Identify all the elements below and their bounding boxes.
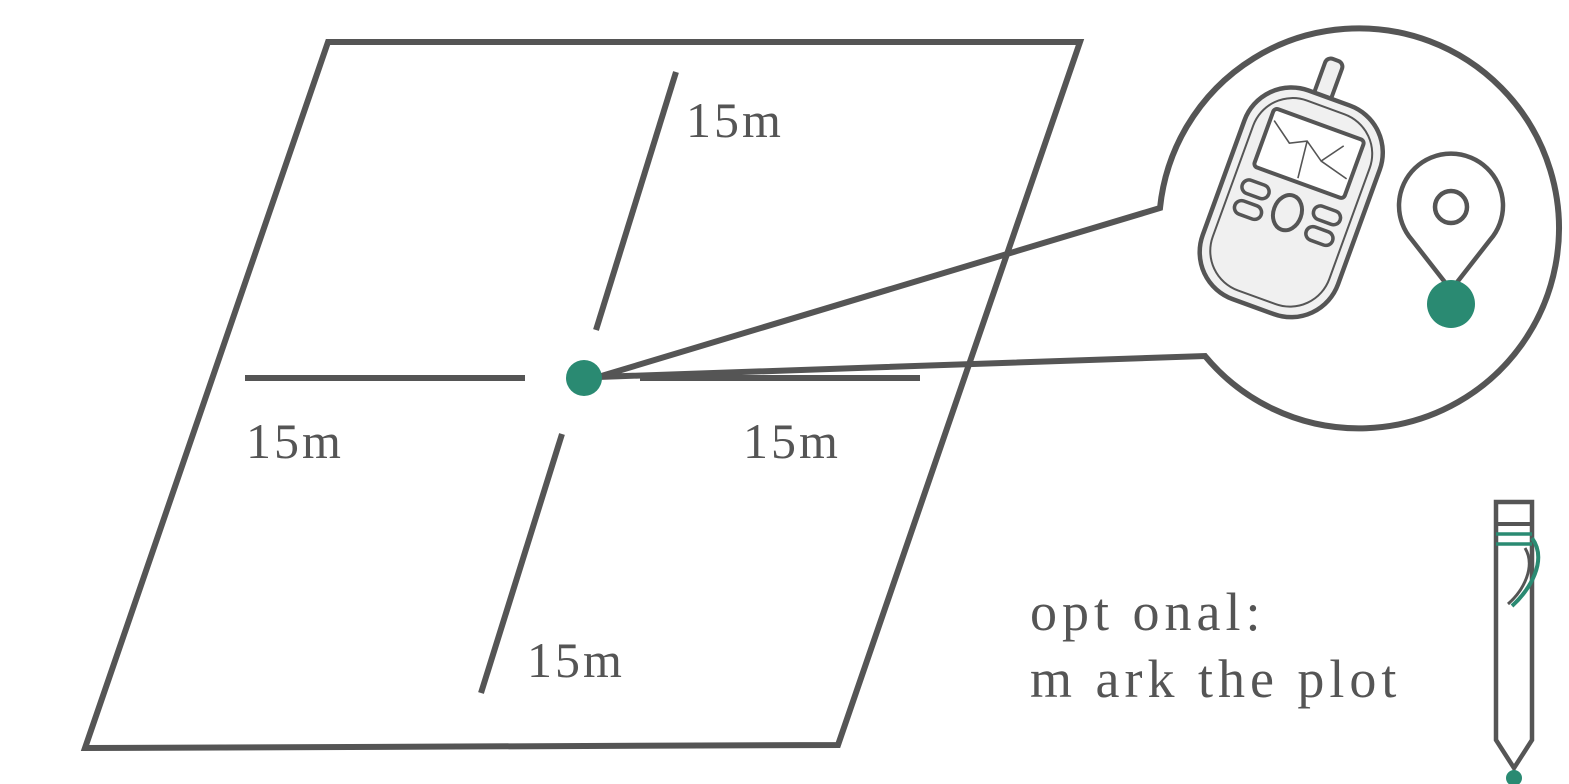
label-east: 15m: [743, 413, 841, 469]
note-line-1: opt onal:: [1030, 582, 1265, 642]
label-north: 15m: [686, 92, 784, 148]
note-line-2: m ark the plot: [1030, 649, 1401, 709]
location-pin-icon: [1396, 151, 1506, 328]
marker-stake-icon: [1493, 499, 1541, 784]
label-west: 15m: [246, 413, 344, 469]
plot-center-point: [566, 360, 602, 396]
radius-line-south: [478, 433, 565, 694]
plot-boundary: [80, 39, 1085, 752]
gps-device-icon: [1197, 56, 1386, 320]
callout-bubble: [597, 25, 1562, 432]
radius-line-north: [593, 71, 679, 331]
label-south: 15m: [527, 632, 625, 688]
